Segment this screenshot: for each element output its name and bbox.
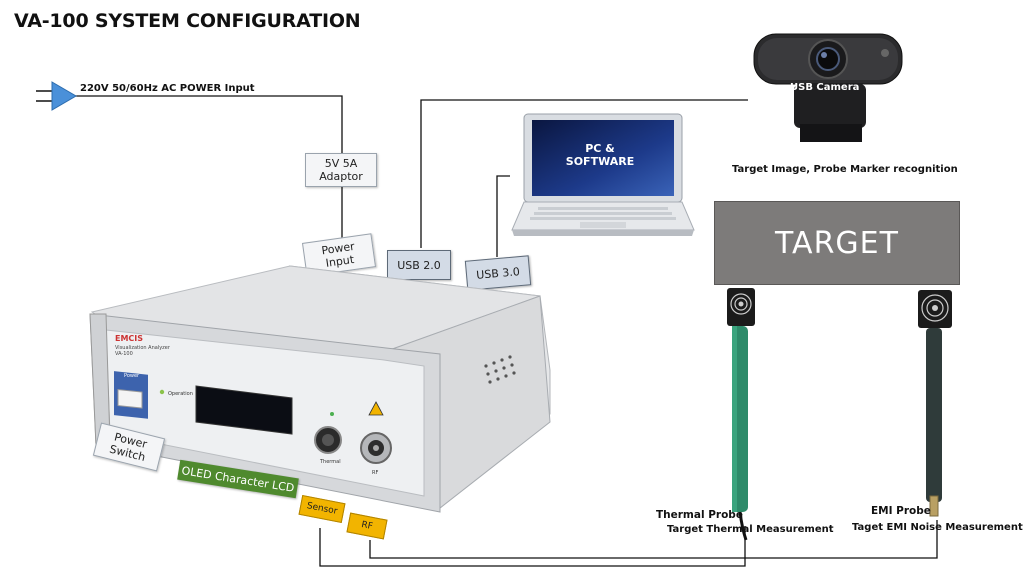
device-power-button-label: Power [124,373,140,379]
device-model-line2: VA-100 [115,351,133,357]
sensor-cable-line [319,526,746,567]
adaptor-line2: Adaptor [319,170,363,183]
usb-camera-image [753,33,903,142]
pc-line1: PC & [585,142,615,155]
thermal-probe-caption: Target Thermal Measurement [667,524,834,535]
target-box: TARGET [714,201,960,285]
va100-device-image [89,265,551,513]
laptop-image [511,113,695,236]
device-brand: EMCIS [115,334,144,343]
device-rf-port-label: RF [372,470,379,476]
usb2-box: USB 2.0 [387,250,451,280]
rf-cable-line [369,520,938,559]
device-model: Visualization Analyzer VA-100 [115,345,170,357]
emi-probe-caption: Taget EMI Noise Measurement [852,522,1023,533]
ac-power-line [70,95,343,153]
page-title: VA-100 SYSTEM CONFIGURATION [14,10,361,32]
probes-image [727,288,952,541]
usb-camera-label: USB Camera [790,82,860,93]
pc-line2: SOFTWARE [565,155,635,168]
adaptor-box: 5V 5A Adaptor [305,153,377,187]
ac-plug-icon [36,81,77,111]
device-model-line1: Visualization Analyzer [115,345,170,351]
pc-screen-text: PC & SOFTWARE [564,142,636,168]
usb2-line [420,99,748,248]
emi-probe-name: EMI Probe [871,505,931,517]
thermal-probe-name: Thermal Probe [656,509,743,521]
adaptor-line1: 5V 5A [324,157,358,170]
usb3-line [496,175,510,257]
device-operation-label: Operation [168,391,193,397]
power-input-label: 220V 50/60Hz AC POWER Input [80,83,255,94]
device-thermal-port-label: Thermal [320,459,341,465]
camera-caption: Target Image, Probe Marker recognition [732,164,958,175]
